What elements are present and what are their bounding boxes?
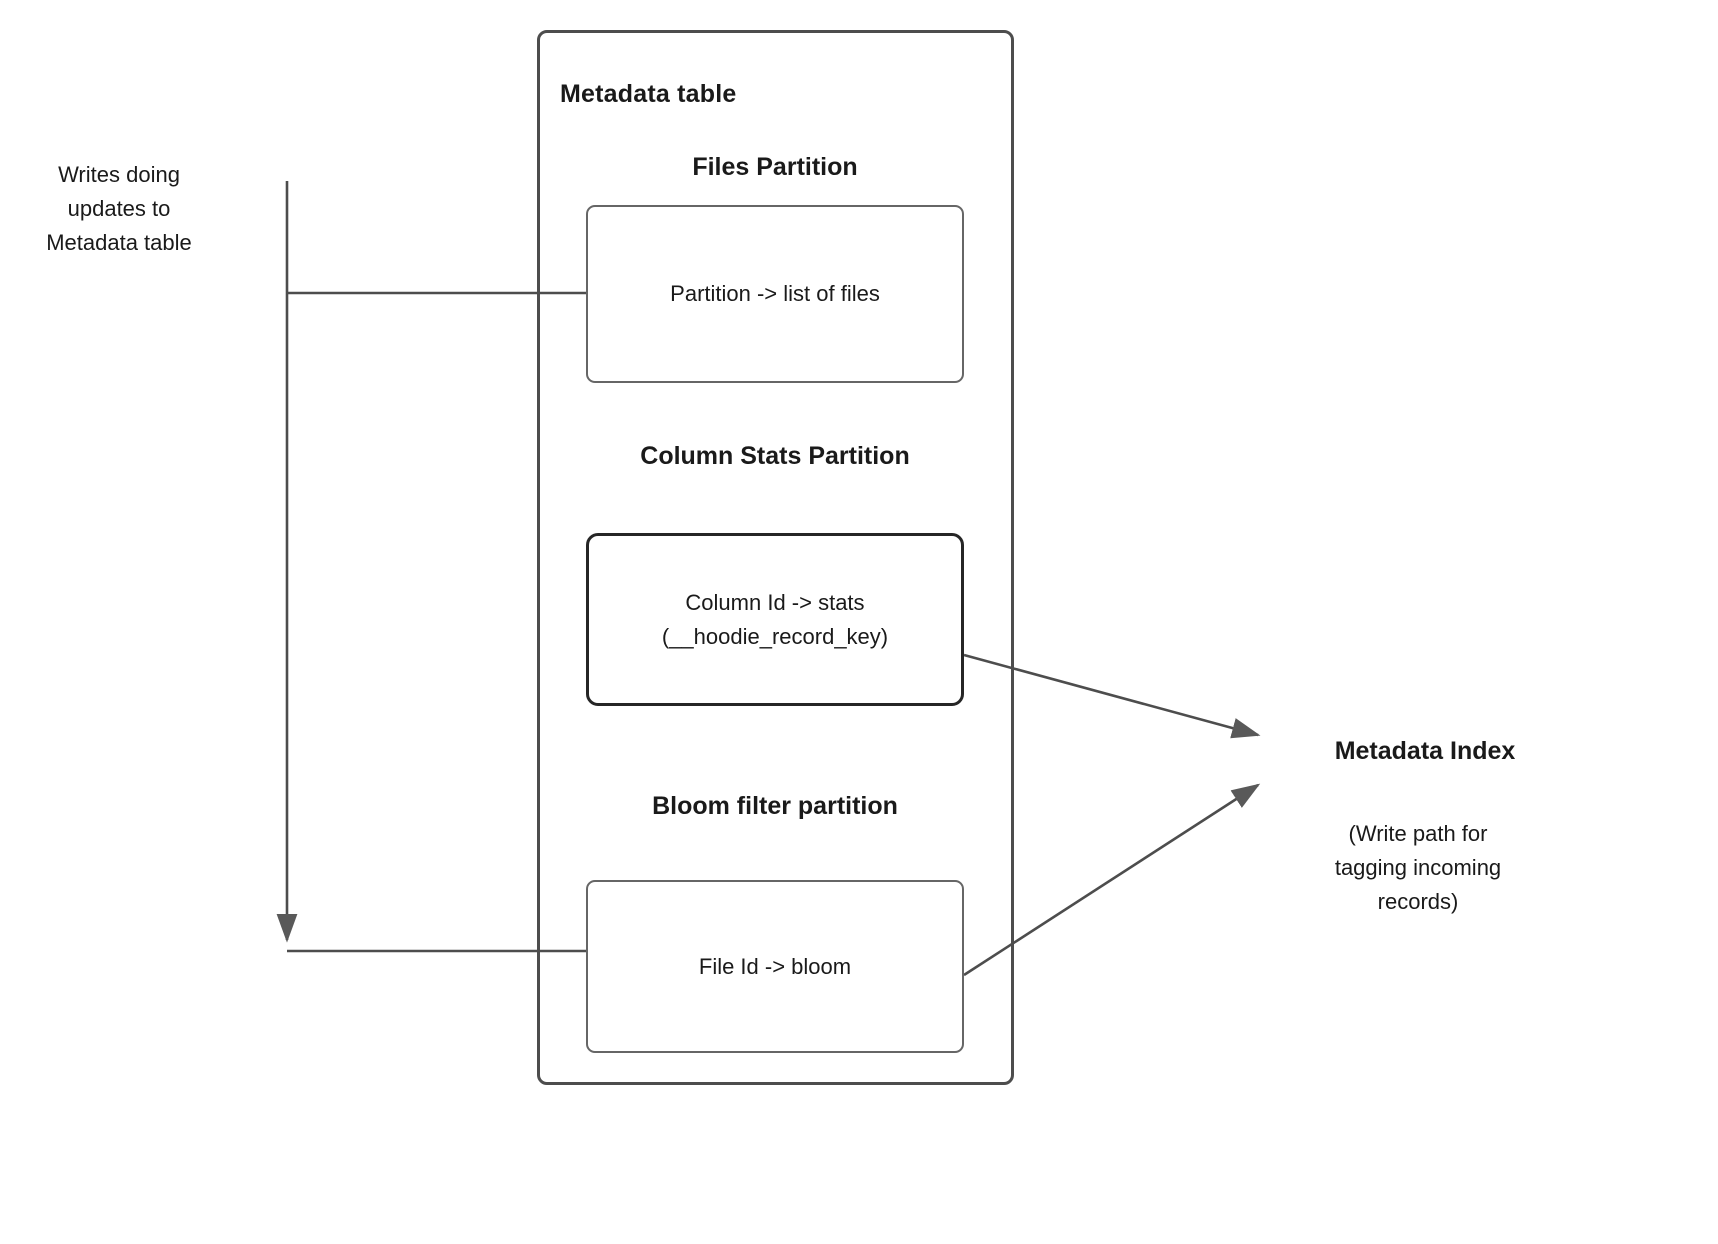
writes-updates-caption: Writes doing updates to Metadata table	[46, 162, 192, 255]
bloom-filter-partition-box-text: File Id -> bloom	[698, 953, 852, 979]
column-stats-partition-heading: Column Stats Partition	[640, 442, 910, 470]
column-stats-partition-box: Column Id -> stats (__hoodie_record_key)	[586, 533, 964, 706]
metadata-table-title: Metadata table	[560, 80, 737, 108]
files-partition-heading: Files Partition	[692, 153, 858, 181]
files-partition-box: Partition -> list of files	[586, 205, 964, 383]
metadata-index-note: (Write path for tagging incoming records…	[1334, 821, 1502, 914]
column-stats-partition-box-text: Column Id -> stats (__hoodie_record_key)	[661, 589, 889, 649]
bloom-filter-partition-heading: Bloom filter partition	[652, 792, 898, 820]
files-partition-box-text: Partition -> list of files	[670, 281, 880, 306]
bloom-filter-partition-box: File Id -> bloom	[586, 880, 964, 1053]
metadata-index-title: Metadata Index	[1334, 737, 1516, 765]
metadata-table-container	[537, 30, 1014, 1085]
